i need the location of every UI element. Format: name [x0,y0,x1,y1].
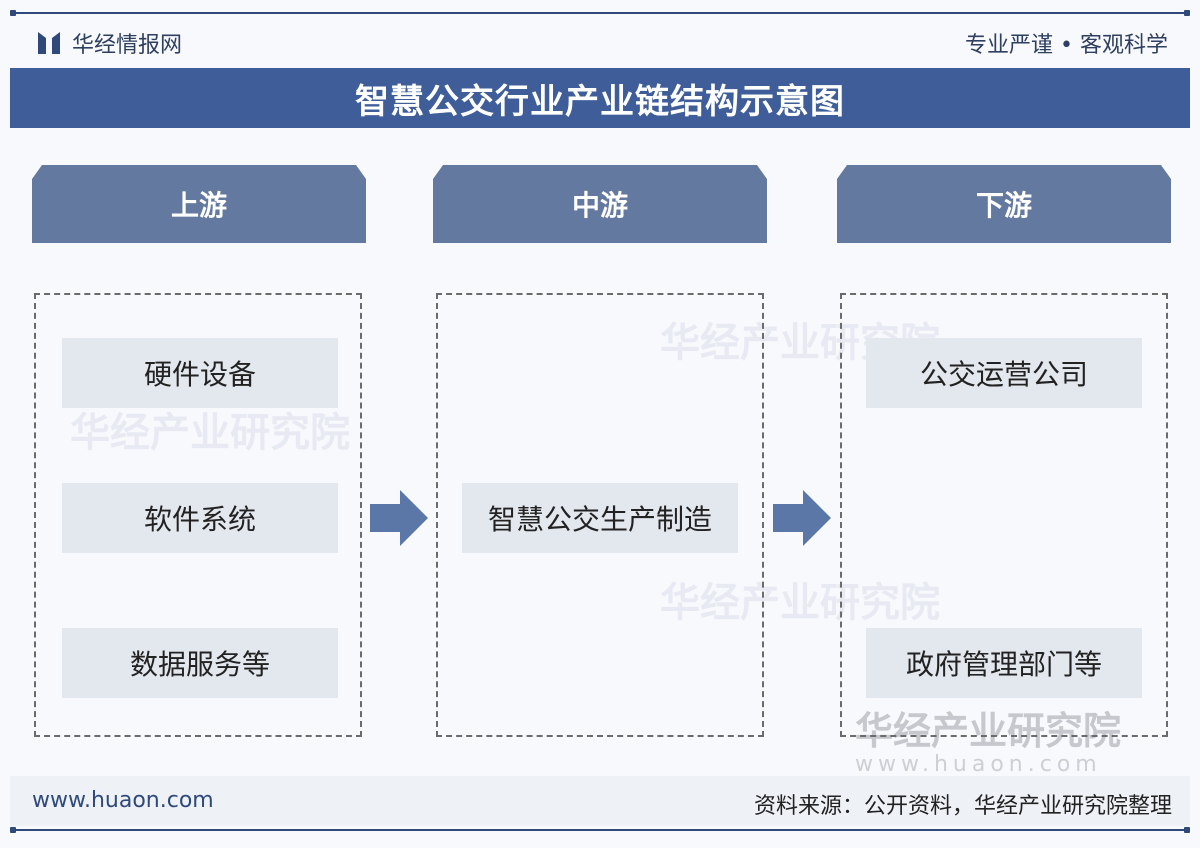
arrow-right-icon [370,490,428,546]
brand-logo: 华经情报网 [36,27,182,59]
column-header-midstream: 中游 [433,165,767,243]
brand-name: 华经情报网 [72,33,183,58]
upstream-item: 数据服务等 [62,628,338,698]
diagram-title: 智慧公交行业产业链结构示意图 [10,68,1190,128]
upstream-item: 软件系统 [62,483,338,553]
footer-band [10,776,1190,826]
logo-icon [38,32,60,54]
downstream-item: 公交运营公司 [866,338,1142,408]
midstream-box [436,293,764,737]
downstream-item: 政府管理部门等 [866,628,1142,698]
arrow-right-icon [773,490,831,546]
top-rule [10,10,1190,16]
downstream-box [840,293,1168,737]
footer-website: www.huaon.com [32,788,214,813]
footer-source: 资料来源：公开资料，华经产业研究院整理 [753,794,1172,819]
upstream-item: 硬件设备 [62,338,338,408]
watermark-name: 华经产业研究院 [855,709,1122,753]
watermark-url: www.huaon.com [855,752,1102,777]
midstream-item: 智慧公交生产制造 [462,483,738,553]
column-header-upstream: 上游 [32,165,366,243]
upstream-box [34,293,362,737]
slogan: 专业严谨 • 客观科学 [965,33,1168,58]
column-header-downstream: 下游 [837,165,1171,243]
bottom-rule [10,827,1190,833]
